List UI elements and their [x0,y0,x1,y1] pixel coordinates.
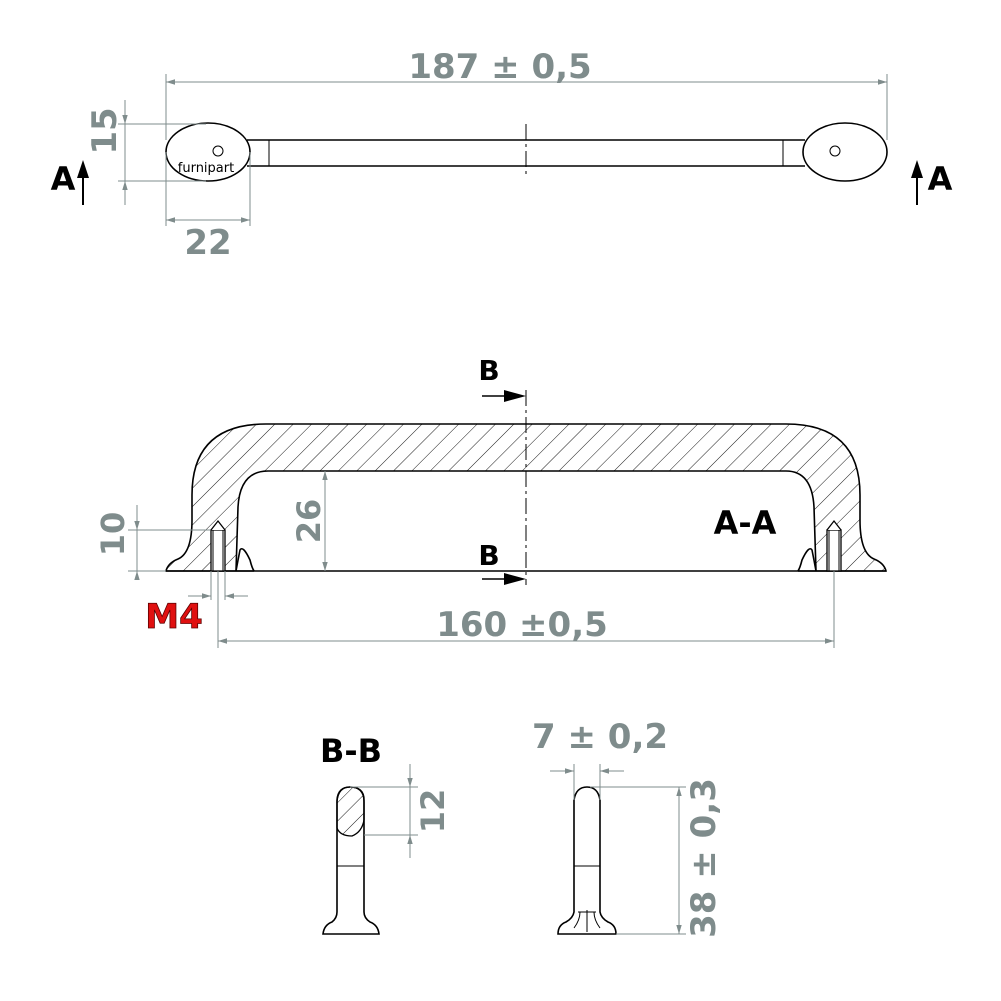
bb-cross-section [322,786,380,935]
svg-text:B: B [478,539,499,572]
dim-inner-height: 26 [290,471,328,571]
dim-end-width: 22 [165,152,251,263]
svg-text:A: A [51,160,76,198]
svg-text:22: 22 [184,223,231,263]
svg-text:B: B [478,354,499,387]
dim-foot-height: 10 [94,505,210,580]
section-bb-view: B-B 12 7 ± 0,2 [320,717,724,938]
svg-text:187 ± 0,5: 187 ± 0,5 [408,47,591,87]
section-aa-view: B B A-A 10 26 M4 [94,354,888,648]
section-marker-right: A [911,160,953,205]
dim-total-height: 38 ± 0,3 [590,778,724,938]
dim-end-height: 15 [85,100,206,205]
cut-marker-top: B [478,354,526,402]
bb-side-profile [557,786,617,935]
svg-text:A: A [928,160,953,198]
left-thread-hole [210,519,226,572]
left-screw-hole [212,145,224,157]
svg-text:15: 15 [85,107,125,154]
right-screw-hole [829,145,841,157]
svg-text:160 ±0,5: 160 ±0,5 [436,605,608,645]
dim-hole-spacing: 160 ±0,5 [217,571,835,648]
svg-text:38 ± 0,3: 38 ± 0,3 [684,778,724,938]
svg-text:26: 26 [290,499,328,544]
top-view: furnipart 187 ± 0,5 15 22 [51,47,953,263]
dim-overall-length: 187 ± 0,5 [165,47,888,140]
right-end-cap [802,122,888,182]
svg-text:M4: M4 [145,597,203,637]
cut-marker-bottom: B [478,539,526,585]
svg-text:10: 10 [94,512,132,557]
handle-profile-section [164,423,888,572]
right-thread-hole [826,519,842,572]
dim-thread: M4 [145,571,248,637]
svg-text:7 ± 0,2: 7 ± 0,2 [532,717,668,757]
svg-text:12: 12 [414,789,452,834]
section-marker-left: A [51,160,89,205]
dim-bar-height: 12 [350,764,452,858]
brand-logo: furnipart [178,161,234,176]
section-aa-label: A-A [714,504,777,542]
section-bb-label: B-B [320,732,382,770]
dim-bar-width: 7 ± 0,2 [532,717,668,800]
